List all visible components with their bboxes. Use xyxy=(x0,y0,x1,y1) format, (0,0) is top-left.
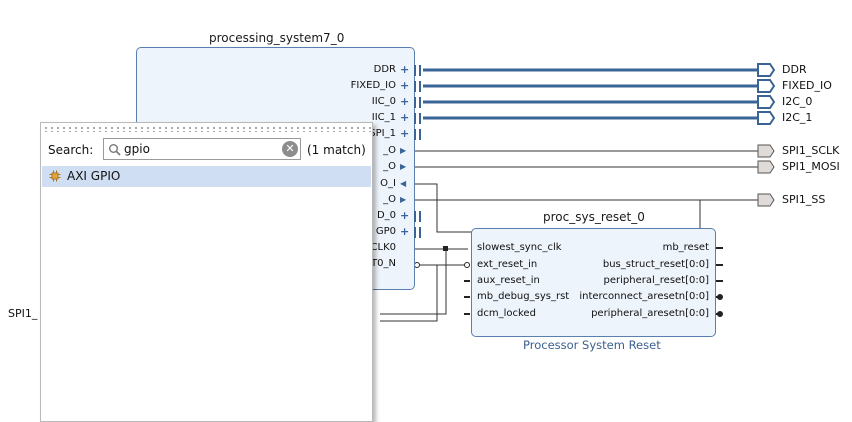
reset-output-pin-label: bus_struct_reset[0:0] xyxy=(602,259,709,270)
expand-plus-icon[interactable]: + xyxy=(400,111,410,124)
external-port-label: FIXED_IO xyxy=(782,79,832,92)
drag-grip[interactable] xyxy=(41,126,372,132)
match-count: (1 match) xyxy=(307,143,366,157)
clear-search-icon[interactable]: ✕ xyxy=(282,141,298,157)
reset-subtitle: Processor System Reset xyxy=(523,338,661,352)
ps7-pin-label: IIC_1 xyxy=(371,112,396,123)
reset-input-pin-label: dcm_locked xyxy=(477,308,536,319)
ps7-pin-label: DDR xyxy=(373,64,396,75)
bus-interface-marker xyxy=(414,81,421,92)
external-port-label: I2C_1 xyxy=(782,111,813,124)
output-arrow-icon: ▶ xyxy=(400,146,407,155)
ps7-pin-label: _O xyxy=(383,194,396,205)
ip-core-icon xyxy=(49,170,61,182)
reset-input-pin-label: aux_reset_in xyxy=(477,275,540,286)
ps7-pin-label: D_0 xyxy=(376,210,396,221)
reset-input-pin-label: slowest_sync_clk xyxy=(477,242,562,253)
ps7-pin-label: ET0_N xyxy=(364,258,396,269)
junction-dot xyxy=(443,246,448,251)
reset-input-pin-label: ext_reset_in xyxy=(477,259,538,270)
bus-interface-marker xyxy=(414,227,421,238)
external-port-label: SPI1_SS xyxy=(782,193,826,206)
reset-inverter xyxy=(414,262,420,268)
reset-block[interactable] xyxy=(471,228,716,337)
search-result-label: AXI GPIO xyxy=(67,169,121,183)
reset-output-pin-label: mb_reset xyxy=(662,242,709,253)
ext-reset-inverter xyxy=(464,262,470,268)
search-label: Search: xyxy=(48,143,94,157)
ps7-pin-label: SPI_1 xyxy=(369,128,396,139)
signal-wires xyxy=(380,150,758,322)
search-input[interactable] xyxy=(124,141,274,157)
expand-plus-icon[interactable]: + xyxy=(400,127,410,140)
port-shapes xyxy=(757,63,776,207)
bus-interface-marker xyxy=(414,113,421,124)
output-arrow-icon: ▶ xyxy=(400,195,407,204)
expand-plus-icon[interactable]: + xyxy=(400,225,410,238)
ps7-pin-label: _O xyxy=(383,145,396,156)
external-port-label: I2C_0 xyxy=(782,95,813,108)
reset-output-pin-label: peripheral_reset[0:0] xyxy=(603,275,709,286)
ps7-pin-label: IIC_0 xyxy=(371,96,396,107)
external-port-label: DDR xyxy=(782,63,807,76)
bus-interface-marker xyxy=(414,65,421,76)
left-port-label: SPI1_ xyxy=(8,307,38,320)
search-box[interactable]: ✕ xyxy=(103,138,301,160)
reset-input-pin-label: mb_debug_sys_rst xyxy=(477,291,570,302)
search-result-row[interactable]: AXI GPIO xyxy=(42,166,371,187)
expand-plus-icon[interactable]: + xyxy=(400,209,410,222)
ps7-pin-label: GP0 xyxy=(375,226,396,237)
output-arrow-icon: ▶ xyxy=(400,162,407,171)
expand-plus-icon[interactable]: + xyxy=(400,79,410,92)
bus-interface-marker xyxy=(414,211,421,222)
external-port-label: SPI1_SCLK xyxy=(782,144,840,157)
bus-interface-marker xyxy=(414,97,421,108)
add-ip-search-popup[interactable]: Search: ✕ (1 match) AXI GPIO xyxy=(40,122,373,422)
search-icon xyxy=(109,144,121,156)
external-port-label: SPI1_MOSI xyxy=(782,160,840,173)
ps7-pin-label: _CLK0 xyxy=(365,242,396,253)
bus-wires xyxy=(423,68,758,120)
ps7-pin-label: FIXED_IO xyxy=(350,80,396,91)
ps7-pin-label: _O xyxy=(383,161,396,172)
input-arrow-icon: ◀ xyxy=(400,179,407,188)
expand-plus-icon[interactable]: + xyxy=(400,63,410,76)
bus-interface-marker xyxy=(414,129,421,140)
expand-plus-icon[interactable]: + xyxy=(400,95,410,108)
ps7-pin-label: O_I xyxy=(380,178,396,189)
reset-output-pin-label: interconnect_aresetn[0:0] xyxy=(579,291,709,302)
reset-title: proc_sys_reset_0 xyxy=(543,210,645,224)
reset-output-pin-label: peripheral_aresetn[0:0] xyxy=(591,308,709,319)
ps7-title: processing_system7_0 xyxy=(209,31,345,45)
